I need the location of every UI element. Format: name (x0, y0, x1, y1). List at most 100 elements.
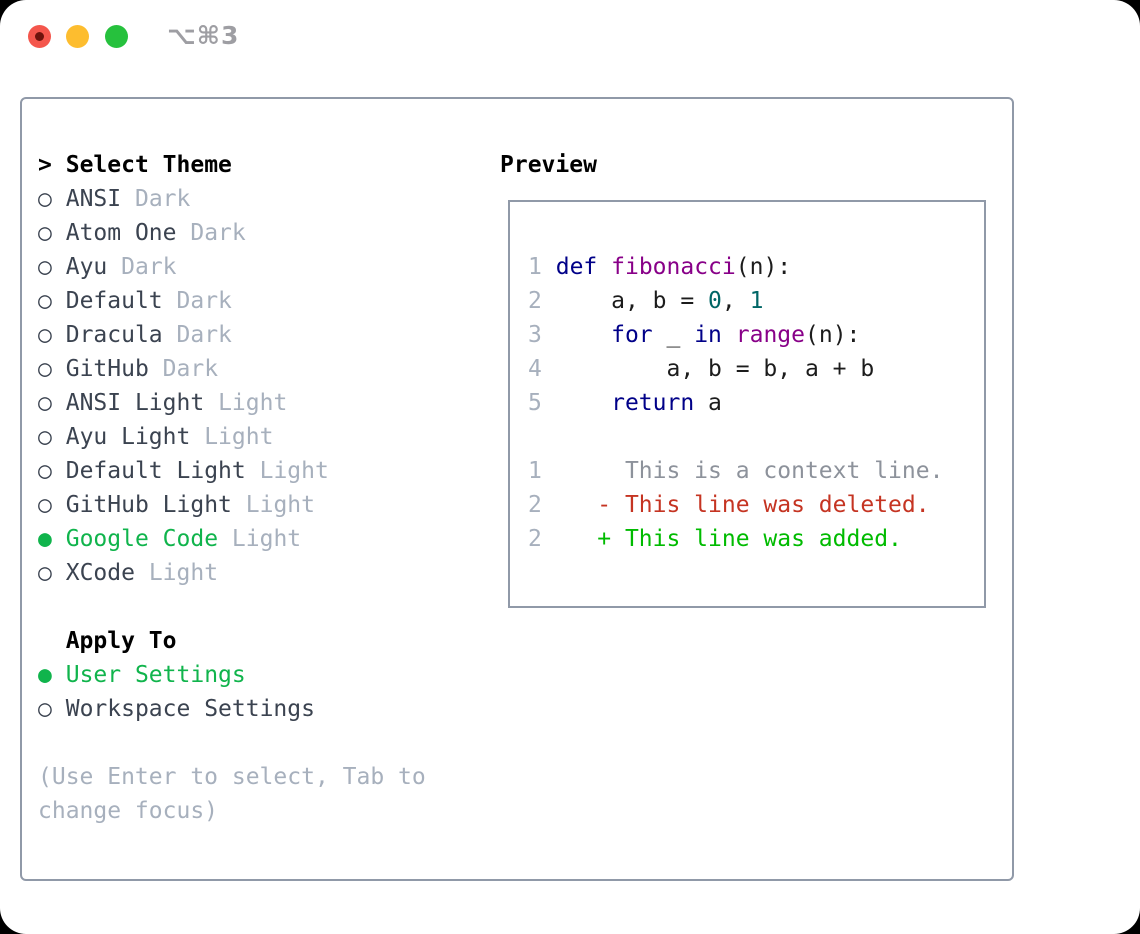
code-token: 0 (708, 288, 722, 314)
diff-text: This is a context line. (541, 458, 944, 484)
code-tokens: a, b = b, a + b (542, 356, 874, 382)
code-tokens: def fibonacci(n): (542, 254, 791, 280)
theme-option-xcode[interactable]: ○ XCode Light (38, 556, 426, 590)
radio-icon: ○ (38, 492, 52, 518)
theme-variant: Light (148, 560, 219, 586)
radio-icon: ○ (38, 424, 52, 450)
apply-option-label: User Settings (65, 662, 246, 688)
theme-variant: Dark (121, 254, 177, 280)
theme-option-ayu-light[interactable]: ○ Ayu Light Light (38, 420, 426, 454)
radio-icon: ● (38, 526, 52, 552)
theme-option-google-code[interactable]: ● Google Code Light (38, 522, 426, 556)
theme-option-default-light[interactable]: ○ Default Light Light (38, 454, 426, 488)
code-token: , (721, 288, 750, 314)
spacer (528, 420, 984, 454)
hint-line-1: (Use Enter to select, Tab to (38, 764, 426, 790)
apply-option-user-settings[interactable]: ● User Settings (38, 658, 426, 692)
code-token (722, 322, 736, 348)
code-token (542, 254, 556, 280)
line-number: 2 (528, 288, 542, 314)
radio-icon: ○ (38, 458, 52, 484)
theme-options-group: ○ ANSI Dark○ Atom One Dark○ Ayu Dark○ De… (38, 182, 426, 590)
apply-option-label: Workspace Settings (65, 696, 315, 722)
cursor-prefix: > (38, 152, 52, 178)
code-token: return (611, 390, 695, 416)
theme-variant: Light (204, 424, 274, 450)
radio-icon: ○ (38, 356, 52, 382)
code-token: fibonacci (611, 254, 736, 280)
theme-name: ANSI Light (65, 390, 205, 416)
theme-name: Default Light (65, 458, 246, 484)
code-token (597, 254, 611, 280)
theme-option-github[interactable]: ○ GitHub Dark (38, 352, 426, 386)
close-button[interactable] (28, 25, 51, 48)
theme-option-github-light[interactable]: ○ GitHub Light Light (38, 488, 426, 522)
theme-option-atom-one[interactable]: ○ Atom One Dark (38, 216, 426, 250)
spacer (38, 726, 426, 760)
spacer (38, 590, 426, 624)
theme-variant: Dark (176, 288, 232, 314)
radio-icon: ○ (38, 186, 52, 212)
code-tokens: for _ in range(n): (542, 322, 861, 348)
theme-name: GitHub (65, 356, 149, 382)
code-tokens: a, b = 0, 1 (542, 288, 764, 314)
theme-list: > Select Theme ○ ANSI Dark○ Atom One Dar… (38, 148, 426, 828)
theme-name: ANSI (65, 186, 122, 212)
theme-option-ansi[interactable]: ○ ANSI Dark (38, 182, 426, 216)
radio-icon: ○ (38, 696, 52, 722)
diff-line-context: 1 This is a context line. (528, 454, 984, 488)
theme-name: Google Code (65, 526, 219, 552)
code-token: a, b = b, a + b (541, 356, 875, 382)
diff-preview: 1 This is a context line.2 - This line w… (528, 454, 984, 556)
theme-variant: Light (245, 492, 315, 518)
theme-variant: Dark (190, 220, 246, 246)
radio-icon: ● (38, 662, 52, 688)
theme-option-ayu[interactable]: ○ Ayu Dark (38, 250, 426, 284)
theme-name: Ayu (65, 254, 108, 280)
code-line: 4 a, b = b, a + b (528, 352, 984, 386)
theme-name: Default (65, 288, 163, 314)
code-token: for (611, 322, 653, 348)
theme-option-default[interactable]: ○ Default Dark (38, 284, 426, 318)
line-number: 2 (528, 526, 542, 552)
theme-variant: Dark (162, 356, 219, 382)
select-theme-title: Select Theme (65, 152, 232, 178)
code-token: 1 (749, 288, 764, 314)
theme-option-ansi-light[interactable]: ○ ANSI Light Light (38, 386, 426, 420)
minimize-button[interactable] (66, 25, 89, 48)
radio-icon: ○ (38, 322, 52, 348)
titlebar: ⌥⌘3 (0, 0, 1140, 80)
radio-icon: ○ (38, 254, 52, 280)
code-token: (n): (735, 254, 792, 280)
theme-option-dracula[interactable]: ○ Dracula Dark (38, 318, 426, 352)
code-token: _ (652, 322, 695, 348)
preview-title: Preview (500, 152, 597, 178)
diff-text: - This line was deleted. (541, 492, 930, 518)
code-line: 5 return a (528, 386, 984, 420)
radio-icon: ○ (38, 288, 52, 314)
theme-picker-panel: > Select Theme ○ ANSI Dark○ Atom One Dar… (20, 97, 1014, 881)
theme-name: Ayu Light (65, 424, 191, 450)
theme-variant: Light (218, 390, 288, 416)
line-number: 5 (528, 390, 542, 416)
diff-line-deleted: 2 - This line was deleted. (528, 488, 984, 522)
code-token: (n): (805, 322, 861, 348)
theme-name: Atom One (65, 220, 177, 246)
code-token: range (735, 322, 806, 348)
code-line: 2 a, b = 0, 1 (528, 284, 984, 318)
radio-icon: ○ (38, 560, 52, 586)
line-number: 2 (528, 492, 542, 518)
line-number: 4 (528, 356, 542, 382)
theme-variant: Dark (134, 186, 191, 212)
theme-name: XCode (65, 560, 135, 586)
theme-name: GitHub Light (65, 492, 232, 518)
apply-to-header: Apply To (38, 624, 426, 658)
hint-line-2: change focus) (38, 798, 219, 824)
code-token (542, 322, 611, 348)
code-token: def (555, 254, 598, 280)
theme-name: Dracula (65, 322, 163, 348)
apply-option-workspace-settings[interactable]: ○ Workspace Settings (38, 692, 426, 726)
maximize-button[interactable] (105, 25, 128, 48)
